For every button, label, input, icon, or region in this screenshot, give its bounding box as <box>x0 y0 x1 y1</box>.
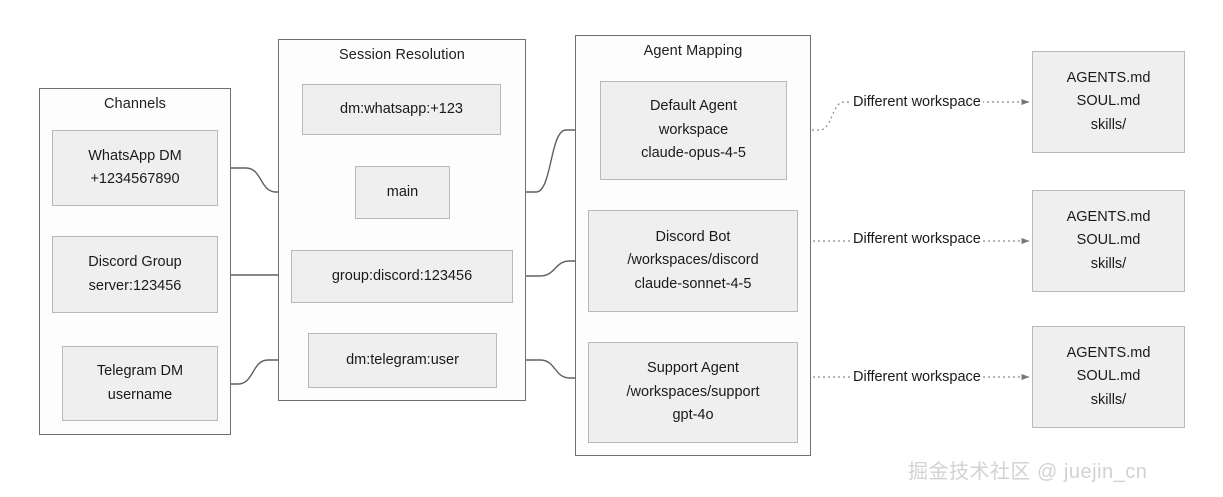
edge-label-different-workspace: Different workspace <box>851 231 983 247</box>
node-text-line: AGENTS.md <box>1066 344 1151 361</box>
node-text-line: SOUL.md <box>1076 232 1141 249</box>
node-text-line: main <box>386 183 419 200</box>
node-text-line: AGENTS.md <box>1066 69 1151 86</box>
node-session-dm-whatsapp[interactable]: dm:whatsapp:+123 <box>302 84 501 135</box>
node-session-group-discord[interactable]: group:discord:123456 <box>291 250 513 303</box>
node-text-line: /workspaces/support <box>626 383 760 400</box>
node-text-line: Discord Bot <box>655 228 731 245</box>
group-title-session: Session Resolution <box>339 47 465 63</box>
group-title-channels: Channels <box>103 96 167 112</box>
node-text-line: gpt-4o <box>672 407 714 424</box>
node-session-dm-telegram[interactable]: dm:telegram:user <box>308 333 497 388</box>
node-text-line: SOUL.md <box>1076 368 1141 385</box>
node-text-line: Support Agent <box>647 360 739 377</box>
node-telegram-dm[interactable]: Telegram DM username <box>62 346 218 421</box>
node-text-line: dm:whatsapp:+123 <box>340 100 463 117</box>
watermark: 掘金技术社区 @ juejin_cn <box>908 461 1148 483</box>
node-whatsapp-dm[interactable]: WhatsApp DM +1234567890 <box>52 130 218 206</box>
node-text-line: SOUL.md <box>1076 93 1141 110</box>
node-text-line: group:discord:123456 <box>331 267 473 284</box>
node-text-line: /workspaces/discord <box>627 252 759 269</box>
node-discord-group[interactable]: Discord Group server:123456 <box>52 236 218 313</box>
group-title-agents: Agent Mapping <box>643 43 743 59</box>
node-default-agent[interactable]: Default Agent workspace claude-opus-4-5 <box>600 81 787 180</box>
node-text-line: Default Agent <box>649 98 738 115</box>
node-session-main[interactable]: main <box>355 166 450 219</box>
edge-label-different-workspace: Different workspace <box>851 369 983 385</box>
node-text-line: server:123456 <box>88 277 182 294</box>
node-text-line: +1234567890 <box>90 171 180 187</box>
node-discord-bot-agent[interactable]: Discord Bot/workspaces/discord claude-son… <box>588 210 798 312</box>
node-text-line: dm:telegram:user <box>346 351 459 368</box>
node-text-line: AGENTS.md <box>1066 208 1151 225</box>
node-text-line: Discord Group <box>88 254 182 271</box>
node-text-line: WhatsApp DM <box>88 147 182 164</box>
node-support-agent[interactable]: Support Agent/workspaces/support gpt-4o <box>588 342 798 443</box>
node-text-line: claude-sonnet-4-5 <box>634 275 752 292</box>
edge-label-different-workspace: Different workspace <box>851 94 983 110</box>
node-text-line: workspace <box>658 121 729 138</box>
node-text-line: skills/ <box>1090 391 1127 408</box>
node-text-line: Telegram DM <box>96 363 184 380</box>
node-text-line: claude-opus-4-5 <box>641 145 746 162</box>
node-text-line: skills/ <box>1090 255 1127 272</box>
node-text-line: username <box>107 386 173 403</box>
node-text-line: skills/ <box>1090 116 1127 133</box>
